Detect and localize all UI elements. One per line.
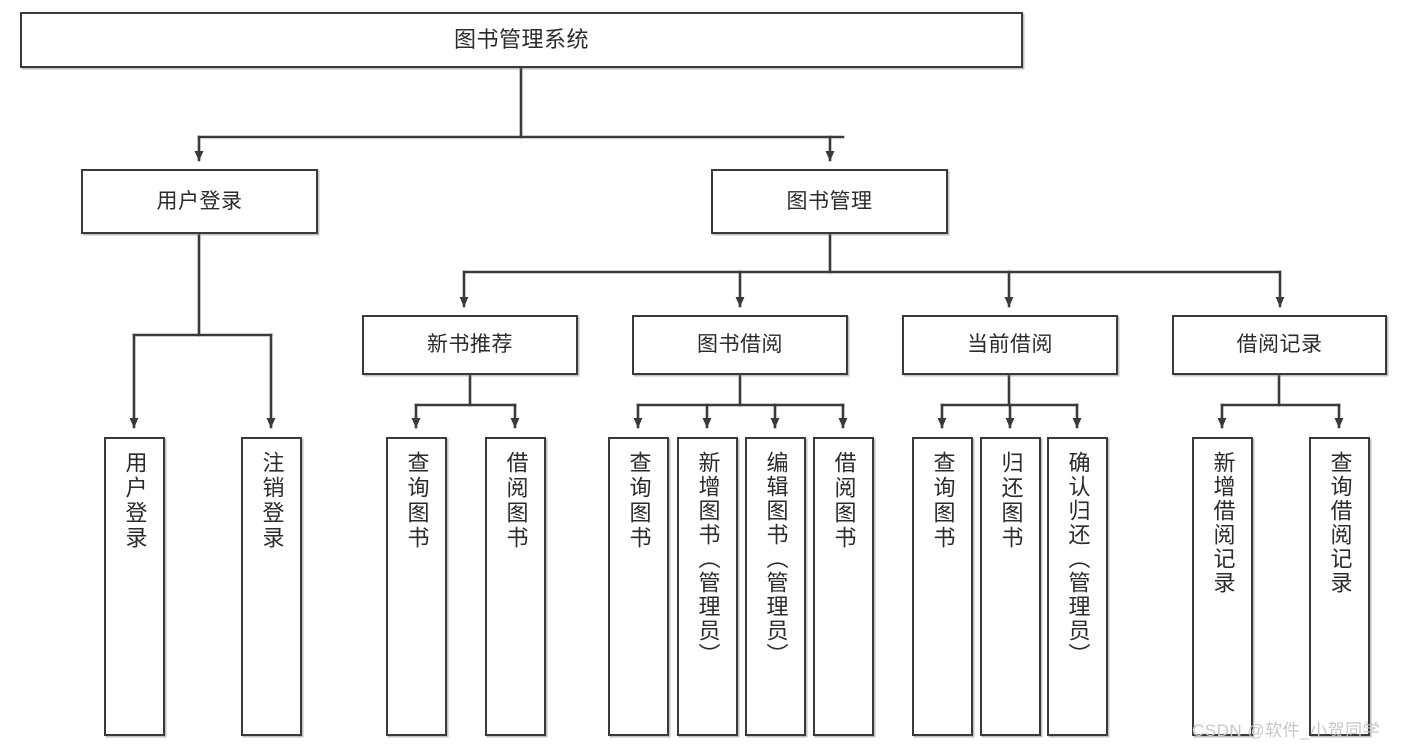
- leaf-borrow-record-query-record[interactable]: 查询借阅记录: [1309, 437, 1370, 736]
- node-book-management[interactable]: 图书管理: [711, 169, 948, 234]
- leaf-user-login-login[interactable]: 用户登录: [104, 437, 165, 736]
- node-label: 借阅图书: [831, 451, 857, 551]
- node-label: 新增借阅记录: [1210, 451, 1236, 595]
- node-label: 查询图书: [626, 451, 652, 551]
- node-label: 查询借阅记录: [1327, 451, 1353, 595]
- node-label: 新增图书（管理员）: [695, 451, 721, 667]
- node-root-system[interactable]: 图书管理系统: [20, 12, 1023, 68]
- leaf-book-borrow-add-book-admin[interactable]: 新增图书（管理员）: [677, 437, 738, 736]
- leaf-book-borrow-borrow-book[interactable]: 借阅图书: [813, 437, 874, 736]
- node-label: 查询图书: [930, 451, 956, 551]
- leaf-current-borrow-return-book[interactable]: 归还图书: [980, 437, 1041, 736]
- leaf-new-book-borrow-book[interactable]: 借阅图书: [485, 437, 546, 736]
- node-user-login[interactable]: 用户登录: [81, 169, 318, 234]
- leaf-new-book-query-book[interactable]: 查询图书: [386, 437, 447, 736]
- node-label: 用户登录: [156, 189, 243, 213]
- node-label: 查询图书: [404, 451, 430, 551]
- node-borrow-record[interactable]: 借阅记录: [1172, 315, 1387, 375]
- leaf-borrow-record-add-record[interactable]: 新增借阅记录: [1192, 437, 1253, 736]
- node-new-book-recommend[interactable]: 新书推荐: [362, 315, 578, 375]
- node-book-borrow[interactable]: 图书借阅: [632, 315, 848, 375]
- leaf-book-borrow-edit-book-admin[interactable]: 编辑图书（管理员）: [745, 437, 806, 736]
- node-label: 借阅记录: [1236, 333, 1323, 357]
- leaf-current-borrow-query-book[interactable]: 查询图书: [912, 437, 973, 736]
- node-label: 图书管理: [786, 189, 873, 213]
- leaf-book-borrow-query-book[interactable]: 查询图书: [608, 437, 669, 736]
- node-label: 借阅图书: [503, 451, 529, 551]
- node-label: 归还图书: [998, 451, 1024, 551]
- node-label: 图书借阅: [697, 333, 783, 357]
- leaf-current-borrow-confirm-return-admin[interactable]: 确认归还（管理员）: [1047, 437, 1108, 736]
- node-label: 用户登录: [122, 451, 148, 551]
- leaf-user-login-logout[interactable]: 注销登录: [241, 437, 302, 736]
- csdn-watermark: CSDN @软件_小贺同学: [1192, 721, 1381, 740]
- node-label: 新书推荐: [427, 333, 513, 357]
- node-label: 编辑图书（管理员）: [763, 451, 789, 667]
- node-label: 确认归还（管理员）: [1065, 451, 1091, 667]
- node-label: 当前借阅: [967, 333, 1053, 357]
- node-label: 图书管理系统: [453, 26, 589, 52]
- node-current-borrow[interactable]: 当前借阅: [902, 315, 1118, 375]
- node-label: 注销登录: [259, 451, 285, 551]
